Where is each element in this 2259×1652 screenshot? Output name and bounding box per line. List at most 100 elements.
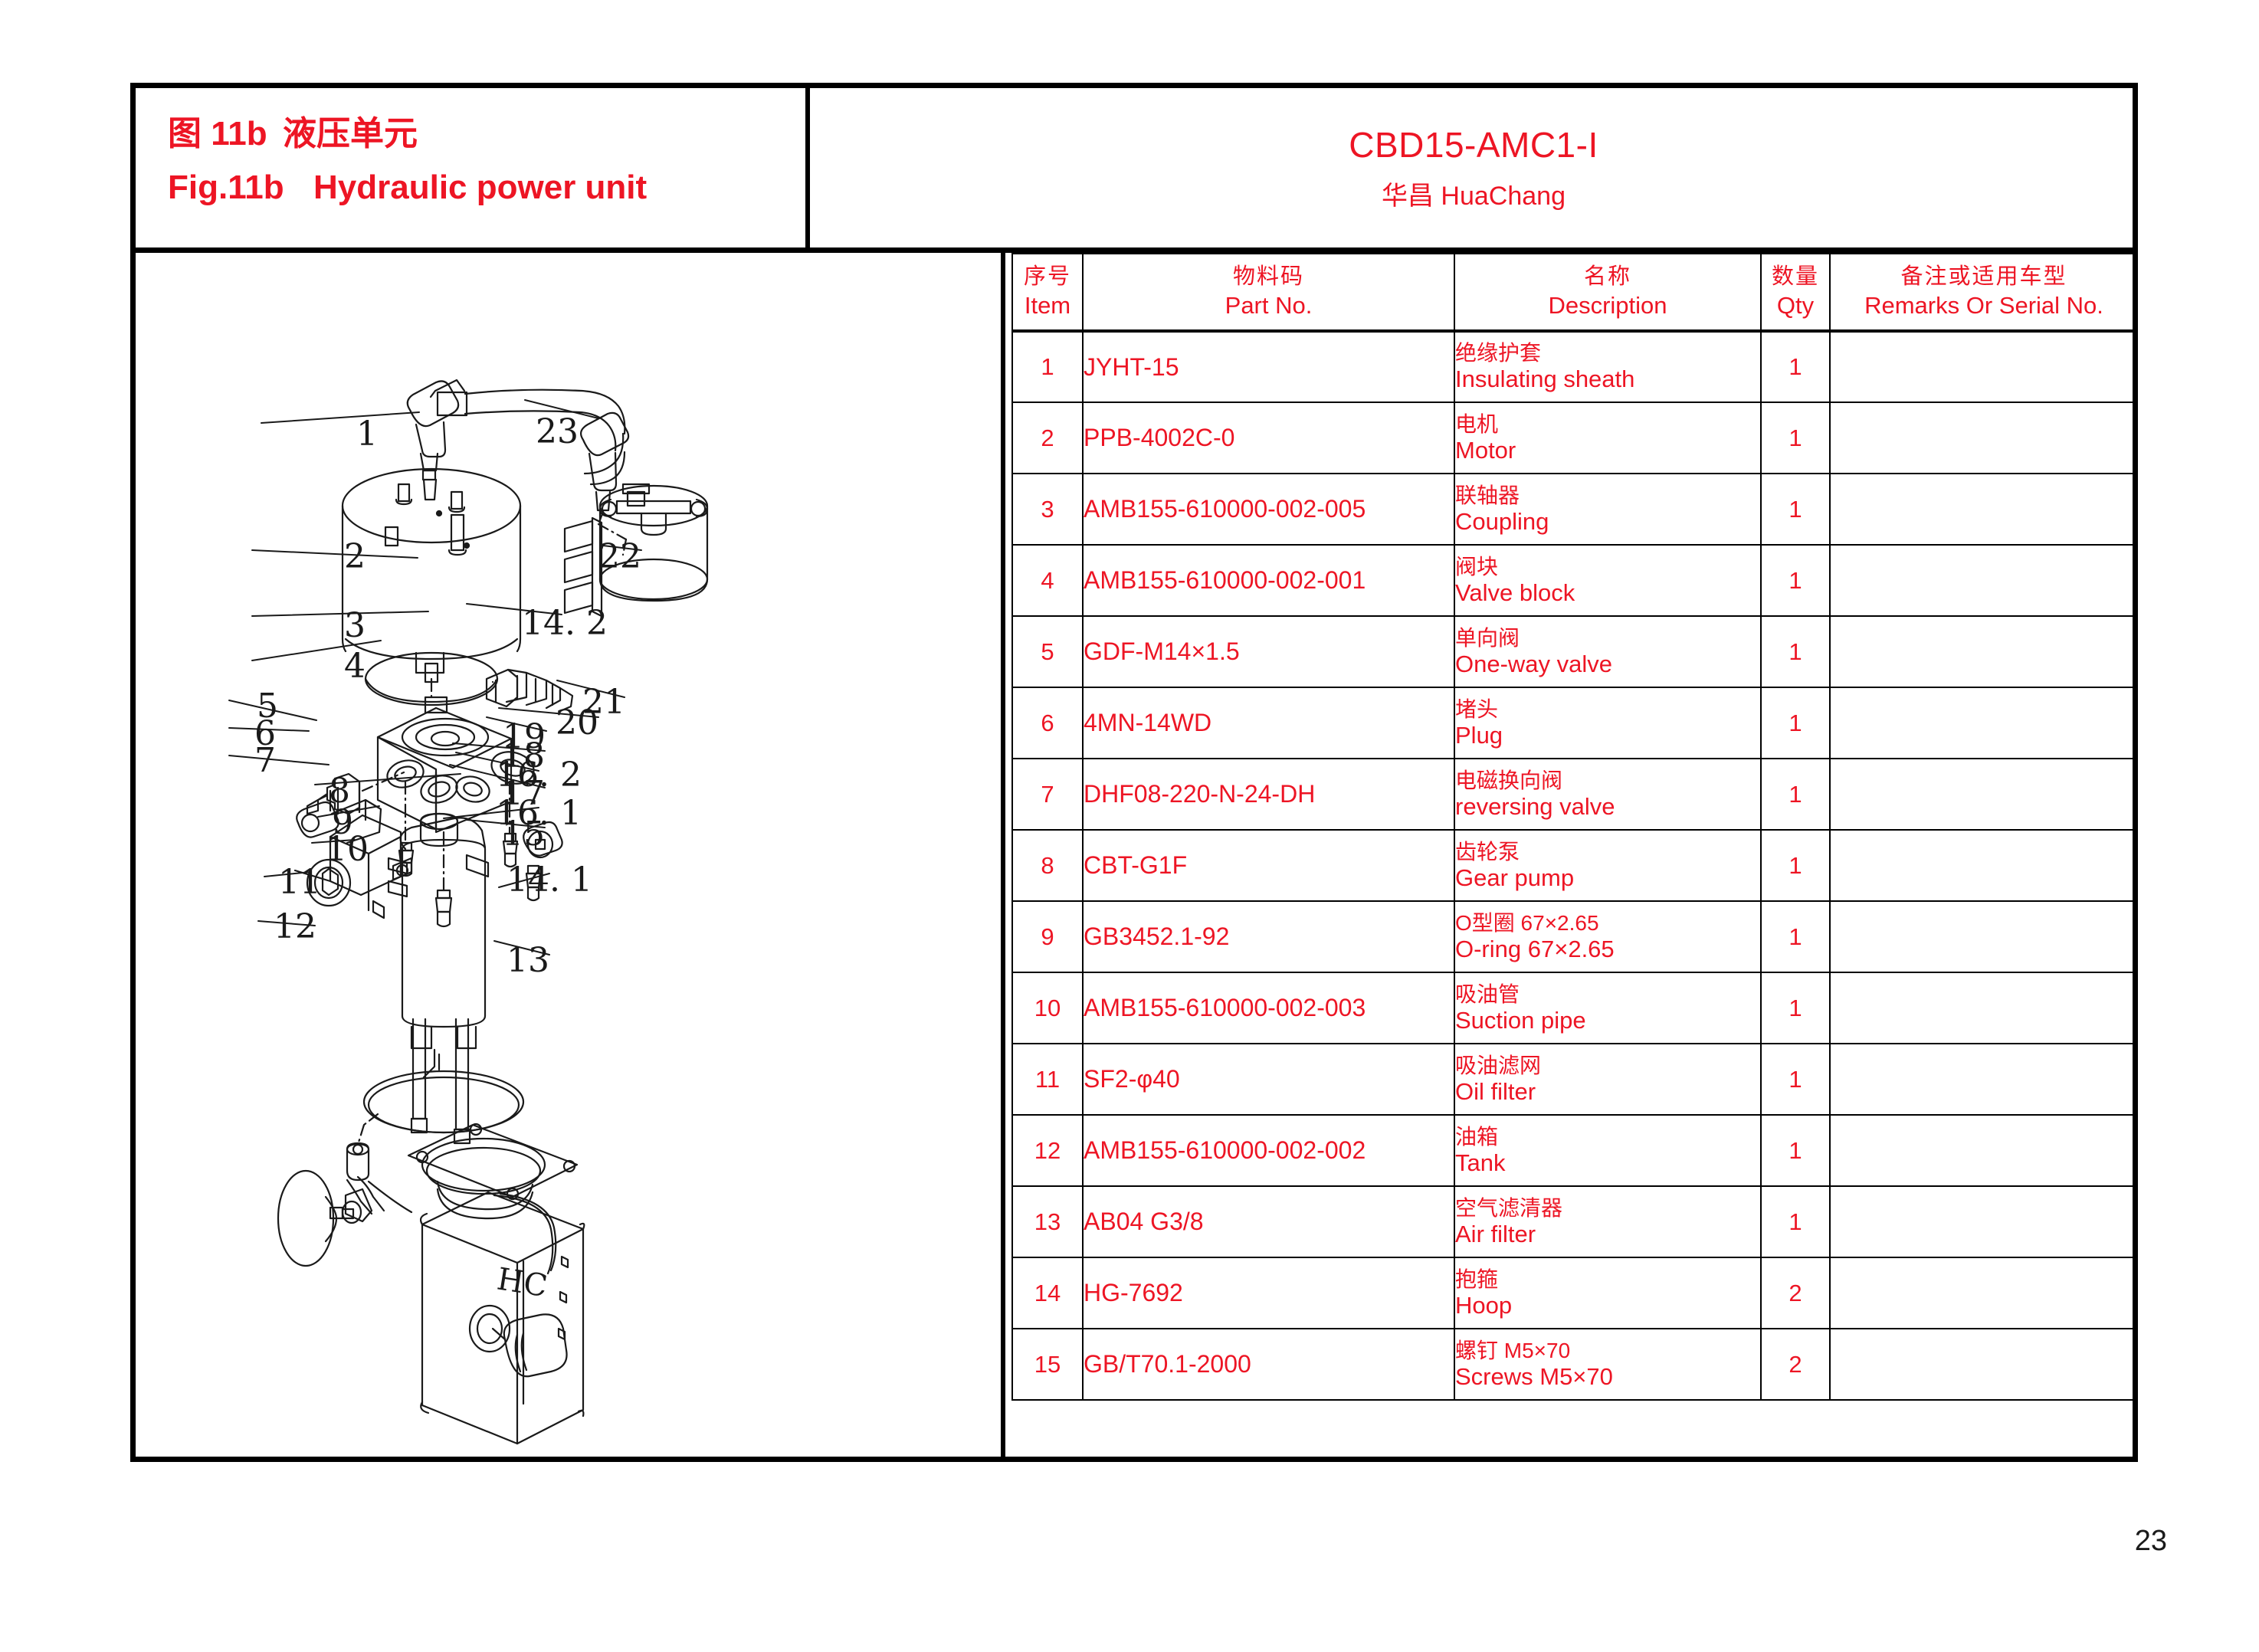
- part-air-filter-graphic: [491, 1313, 568, 1378]
- col-header-item-cn: 序号: [1023, 264, 1071, 289]
- figure-label-cn: 图 11b: [168, 115, 267, 152]
- cell-description-en: One-way valve: [1455, 650, 1613, 677]
- cell-remarks: [1829, 615, 2133, 688]
- parts-table-head: 序号 Item 物料码 Part No. 名称 Description: [1011, 253, 2133, 333]
- cell-remarks: [1829, 1043, 2133, 1116]
- cell-description-cn: 吸油滤网: [1455, 1053, 1542, 1077]
- cell-description-cn: 堵头: [1455, 697, 1499, 721]
- col-header-qty-cn: 数量: [1771, 264, 1819, 289]
- parts-table: 序号 Item 物料码 Part No. 名称 Description: [1011, 253, 2133, 1401]
- cell-description-cn: 联轴器: [1455, 483, 1520, 507]
- part-motor-graphic: [341, 467, 522, 674]
- cell-remarks: [1829, 473, 2133, 546]
- cell-description-en: Motor: [1455, 436, 1516, 464]
- cell-description-cn: 油箱: [1455, 1124, 1499, 1149]
- cell-qty: 1: [1760, 972, 1831, 1044]
- callout-1: 1: [356, 415, 378, 454]
- cell-item: 3: [1011, 473, 1084, 546]
- parts-table-pane: 序号 Item 物料码 Part No. 名称 Description: [1010, 253, 2133, 1457]
- cell-remarks: [1829, 687, 2133, 759]
- cell-part-no: AMB155-610000-002-003: [1082, 972, 1455, 1044]
- cell-remarks: [1829, 1257, 2133, 1329]
- cell-description-en: Hoop: [1455, 1291, 1513, 1319]
- callout-16-2: 16. 2: [496, 756, 582, 795]
- cell-qty: 1: [1760, 615, 1831, 688]
- callout-14-1: 14. 1: [507, 860, 592, 900]
- col-header-part-no: 物料码 Part No.: [1082, 253, 1455, 333]
- cell-item: 9: [1011, 900, 1084, 973]
- callout-22: 22: [598, 537, 641, 576]
- cell-item: 4: [1011, 544, 1084, 617]
- cell-part-no: SF2-φ40: [1082, 1043, 1455, 1116]
- callout-19: 19: [503, 717, 546, 756]
- figure-label-en: Fig.11b: [168, 169, 284, 206]
- cell-description-en: Insulating sheath: [1455, 365, 1635, 393]
- cell-description-en: Air filter: [1455, 1220, 1536, 1247]
- cell-remarks: [1829, 1328, 2133, 1401]
- callout-23: 23: [536, 412, 579, 451]
- cell-qty: 1: [1760, 330, 1831, 403]
- cell-description-en: Tank: [1455, 1149, 1506, 1176]
- cell-part-no: AMB155-610000-002-002: [1082, 1114, 1455, 1187]
- figure-name-en: Hydraulic power unit: [313, 169, 648, 206]
- part-cartridge-valve-graphic: [485, 668, 574, 902]
- cell-description-cn: 电机: [1455, 411, 1499, 436]
- callout-4: 4: [344, 647, 366, 686]
- callout-9: 9: [332, 803, 353, 842]
- col-header-part-no-en: Part No.: [1225, 292, 1313, 320]
- cell-qty: 2: [1760, 1257, 1831, 1329]
- col-header-description-cn: 名称: [1583, 264, 1631, 289]
- callout-2: 2: [344, 537, 366, 576]
- col-header-description: 名称 Description: [1454, 253, 1762, 333]
- cell-item: 8: [1011, 829, 1084, 902]
- cell-part-no: PPB-4002C-0: [1082, 402, 1455, 474]
- cell-item: 14: [1011, 1257, 1084, 1329]
- cell-qty: 1: [1760, 900, 1831, 973]
- cell-remarks: [1829, 758, 2133, 831]
- cell-item: 7: [1011, 758, 1084, 831]
- cell-description-en: Plug: [1455, 721, 1503, 749]
- part-coupling-graphic: [364, 651, 499, 714]
- cell-description-cn: 阀块: [1455, 554, 1499, 579]
- cell-part-no: AMB155-610000-002-005: [1082, 473, 1455, 546]
- cell-part-no: GB/T70.1-2000: [1082, 1328, 1455, 1401]
- part-capacitor-graphic: [563, 411, 709, 618]
- col-header-qty: 数量 Qty: [1760, 253, 1831, 333]
- cell-description-en: Oil filter: [1455, 1077, 1536, 1105]
- cell-item: 12: [1011, 1114, 1084, 1187]
- col-header-description-en: Description: [1548, 292, 1667, 320]
- callout-10: 10: [326, 830, 369, 869]
- part-gear-pump-graphic: [392, 817, 490, 1050]
- callout-3: 3: [344, 606, 366, 645]
- cell-description-cn: 绝缘护套: [1455, 341, 1542, 365]
- cell-description-cn: 空气滤清器: [1455, 1195, 1563, 1220]
- col-header-part-no-cn: 物料码: [1232, 264, 1304, 289]
- table-header-row: 序号 Item 物料码 Part No. 名称 Description: [1011, 253, 2133, 333]
- cell-description-en: Coupling: [1455, 507, 1549, 535]
- cell-remarks: [1829, 330, 2133, 403]
